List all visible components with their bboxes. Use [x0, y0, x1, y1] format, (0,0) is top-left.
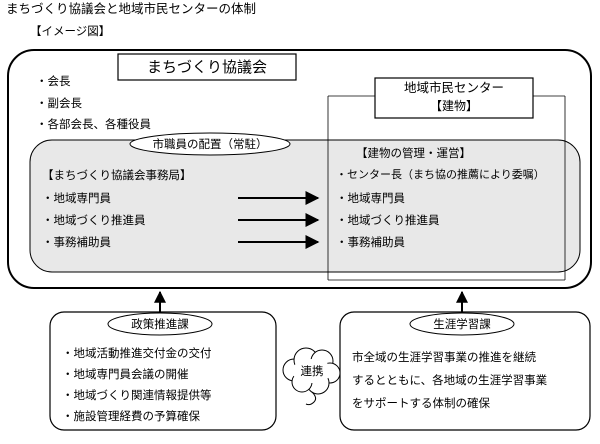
council-name: まちづくり協議会	[146, 58, 267, 76]
policy-item-info: ・地域づくり関連情報提供等	[62, 388, 212, 402]
staff-placement-ellipse	[129, 132, 291, 156]
lifelong-ellipse	[409, 312, 515, 336]
policy-item-budget: ・施設管理経費の予算確保	[62, 409, 200, 423]
building-mgmt-header: 【建物の管理・運営】	[356, 146, 471, 160]
lifelong-text-line1: 市全域の生涯学習事業の推進を継続	[352, 350, 536, 364]
building-mgmt-item-director: ・センター長（まち協の推薦により委嘱）	[336, 168, 545, 181]
policy-name: 政策推進課	[131, 317, 189, 331]
lifelong-text-line2: するとともに、各地域の生涯学習事業	[352, 373, 548, 387]
policy-item-meeting: ・地域専門員会議の開催	[62, 367, 189, 381]
center-title-box	[374, 77, 534, 119]
building-mgmt-item-specialist: ・地域専門員	[336, 191, 405, 205]
building-mgmt-item-promoter: ・地域づくり推進員	[336, 213, 440, 227]
office-item-assistant: ・事務補助員	[42, 235, 111, 249]
cooperation-cloud	[282, 347, 341, 395]
council-frame	[7, 49, 592, 289]
center-building-label: 【建物】	[429, 99, 478, 113]
council-role-chair: ・会長	[36, 74, 71, 88]
lifelong-name: 生涯学習課	[433, 317, 491, 331]
staff-placement-label: 市職員の配置（常駐）	[152, 137, 268, 151]
page-title: まちづくり協議会と地域市民センターの体制	[6, 1, 257, 16]
page-subtitle: 【イメージ図】	[30, 24, 111, 38]
policy-item-grant: ・地域活動推進交付金の交付	[62, 346, 212, 360]
office-header: 【まちづくり協議会事務局】	[42, 168, 192, 182]
policy-box	[49, 311, 277, 431]
lifelong-text-line3: をサポートする体制の確保	[352, 396, 490, 410]
cooperation-label: 連携	[300, 364, 324, 378]
staff-area	[29, 139, 581, 273]
cooperation-tail	[305, 391, 317, 406]
council-role-vice: ・副会長	[36, 96, 82, 110]
office-item-promoter: ・地域づくり推進員	[42, 213, 146, 227]
office-item-specialist: ・地域専門員	[42, 191, 111, 205]
center-name: 地域市民センター	[403, 80, 504, 95]
policy-ellipse	[107, 312, 213, 336]
council-role-officers: ・各部会長、各種役員	[36, 117, 151, 131]
council-title-box	[117, 53, 297, 81]
building-mgmt-item-assistant: ・事務補助員	[336, 235, 405, 249]
